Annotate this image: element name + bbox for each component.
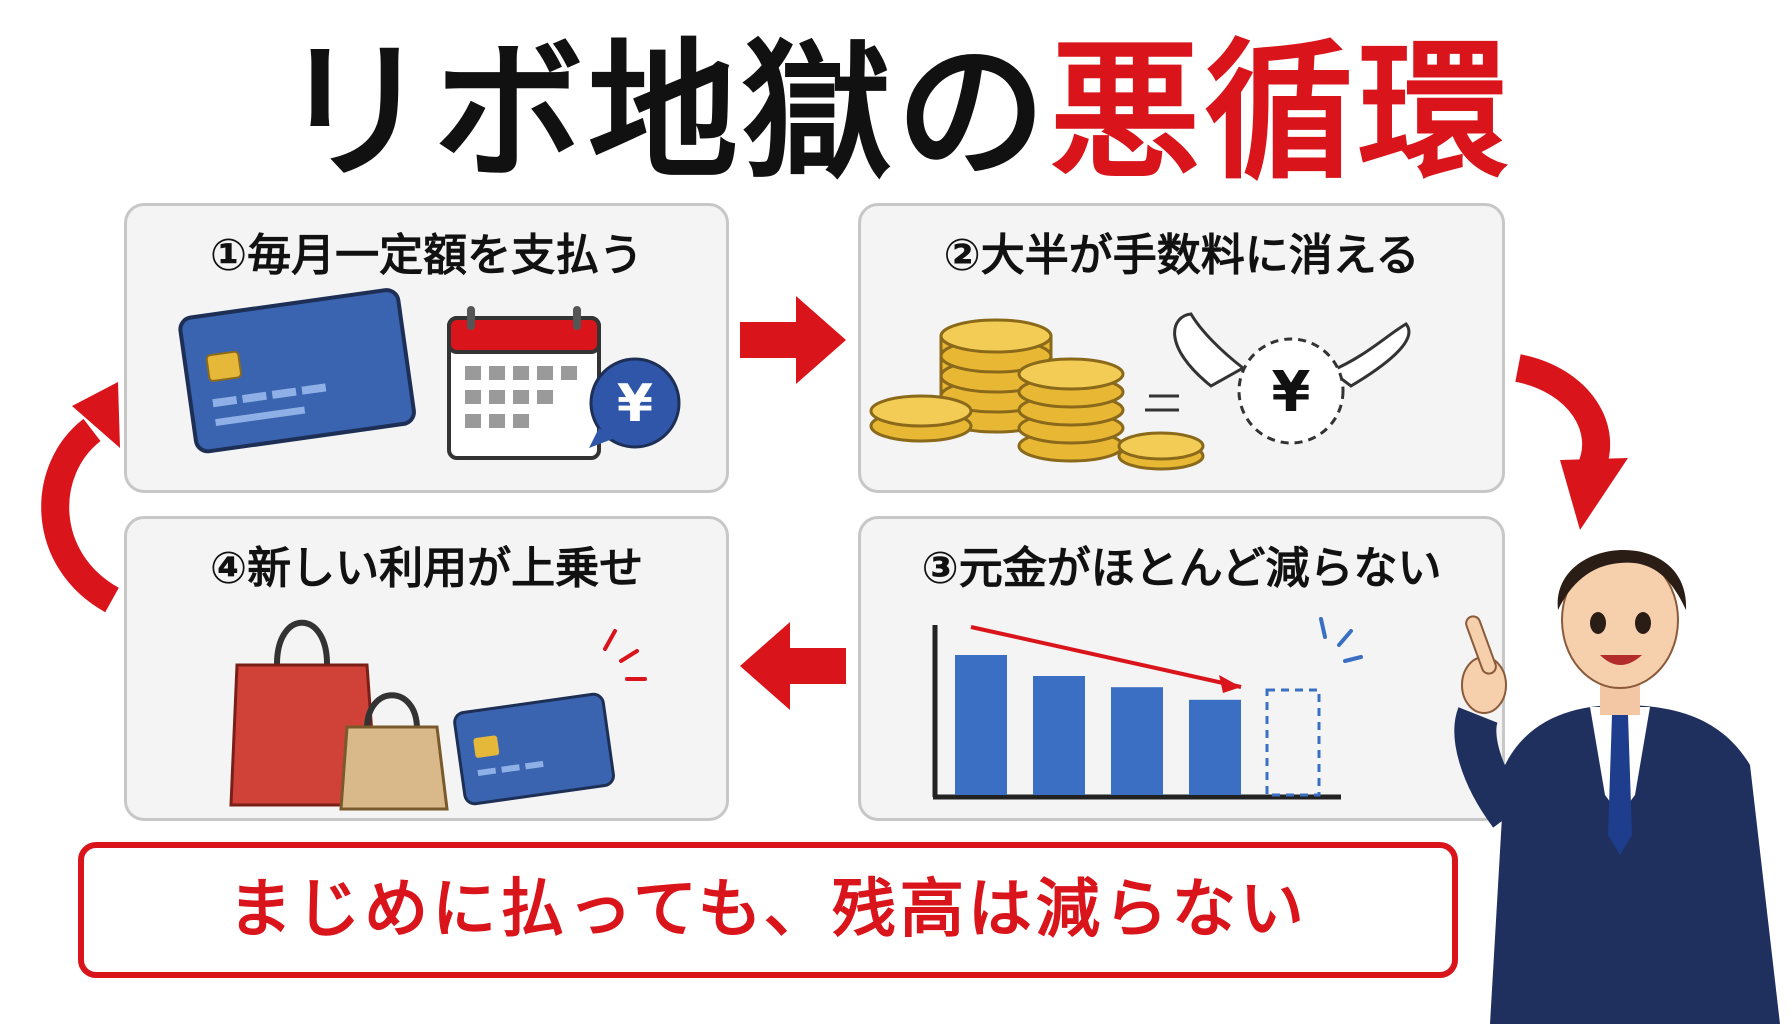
businessman-pointing-illustration: [1454, 549, 1780, 1024]
step-3-label: ③元金がほとんど減らない: [921, 543, 1442, 594]
speed-lines-icon: [1145, 394, 1179, 412]
arrow-right: [740, 296, 846, 384]
step-1-label: ①毎月一定額を支払う: [209, 230, 644, 281]
page-title: リボ地獄の悪循環: [0, 28, 1792, 198]
svg-text:¥: ¥: [1272, 360, 1311, 425]
chart-bar-5: [1265, 688, 1321, 797]
svg-text:¥: ¥: [617, 374, 653, 434]
flying-yen-icon: ¥: [1173, 312, 1411, 445]
chart-bar-4: [1189, 699, 1241, 795]
title-red-part: 悪循環: [1050, 26, 1513, 200]
sparkle-lines-icon: [1319, 617, 1363, 663]
principal-bar-chart: [932, 617, 1363, 800]
step-4-label: ④新しい利用が上乗せ: [209, 543, 644, 594]
brown-shopping-bag-icon: [339, 692, 449, 811]
credit-card-icon: [178, 288, 416, 454]
step-card-3: ③元金がほとんど減らない: [858, 516, 1505, 821]
chart-bar-2: [1033, 676, 1085, 795]
step-card-1: ①毎月一定額を支払う: [124, 203, 729, 493]
conclusion-banner: まじめに払っても、残高は減らない: [78, 842, 1458, 978]
step-card-2: ②大半が手数料に消える ¥: [858, 203, 1505, 493]
calendar-icon: [447, 306, 601, 460]
banner-text: まじめに払っても、残高は減らない: [228, 873, 1308, 947]
chart-bar-3: [1111, 687, 1163, 795]
yen-speech-bubble-icon: ¥: [589, 357, 681, 449]
credit-card-icon-small: [453, 692, 615, 806]
sparkle-lines-icon-red: [603, 629, 647, 681]
trend-arrow: [970, 625, 1242, 689]
chart-bar-1: [955, 655, 1007, 795]
arrow-curve-up: [41, 382, 120, 613]
arrow-left: [740, 622, 846, 710]
title-black-part: リボ地獄の: [279, 26, 1050, 200]
arrow-curve-down: [1514, 354, 1628, 530]
step-2-label: ②大半が手数料に消える: [943, 230, 1420, 281]
coin-stack-icon: [869, 318, 1205, 471]
step-card-4: ④新しい利用が上乗せ: [124, 516, 729, 821]
trend-arrowhead: [1219, 675, 1241, 693]
